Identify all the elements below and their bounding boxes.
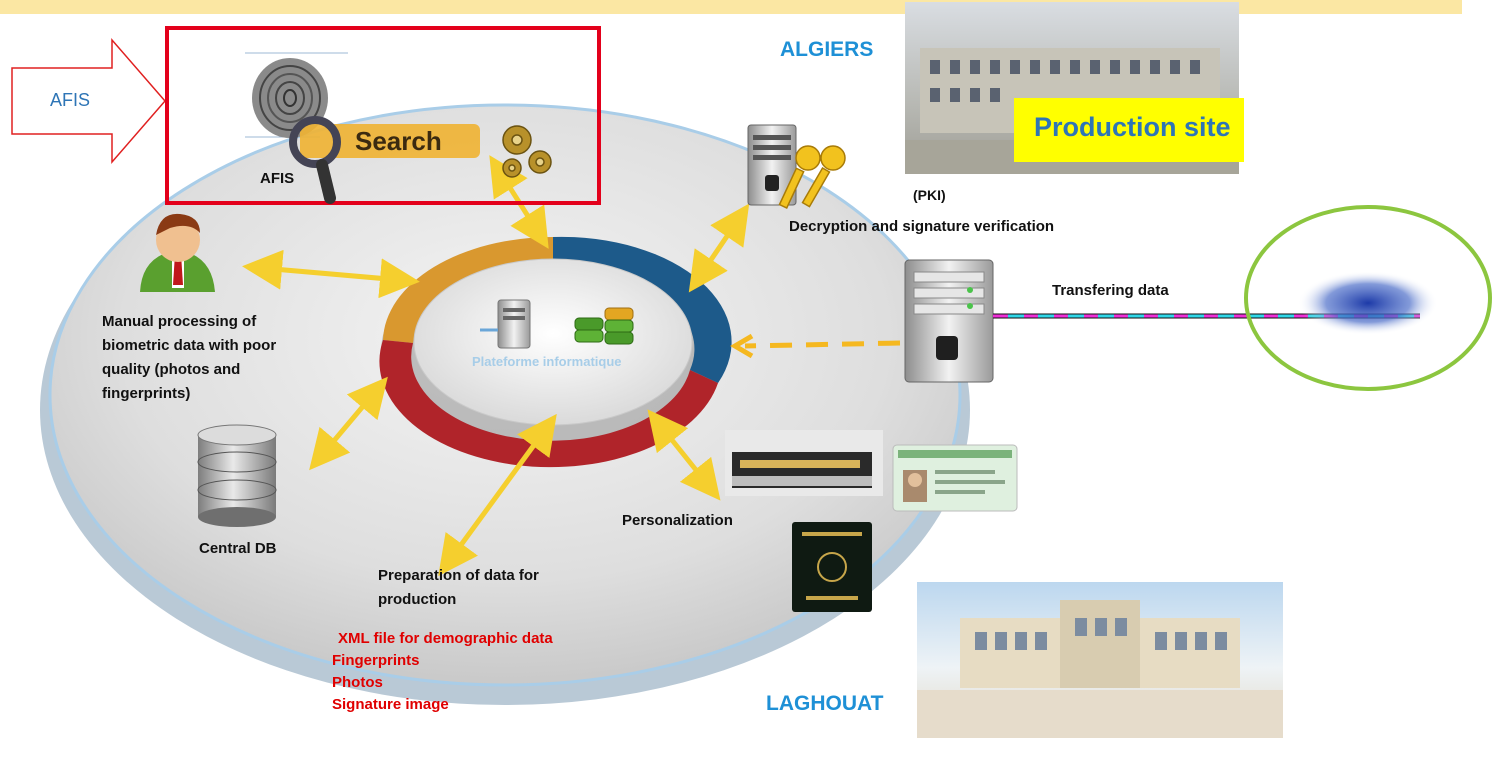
remote-site-ring (1244, 205, 1492, 391)
decryption-label: Decryption and signature verification (789, 218, 1055, 235)
keys-icon (778, 145, 846, 209)
transfer-label: Transfering data (1052, 282, 1169, 299)
personalization-label: Personalization (622, 512, 733, 529)
city-laghouat: LAGHOUAT (766, 692, 884, 715)
manual-line-1: Manual processing of (102, 313, 257, 330)
afis-arrow-label: AFIS (50, 90, 91, 110)
platform-label: Plateforme informatique (472, 354, 622, 369)
platform-server-icon (480, 299, 531, 349)
central-db-label: Central DB (199, 540, 277, 557)
data-item-fingerprints: Fingerprints (332, 652, 420, 669)
dashed-arrow (730, 333, 901, 359)
manual-line-4: fingerprints) (102, 385, 191, 402)
preparation-line-1: Preparation of data for (378, 567, 539, 584)
preparation-line-2: production (378, 591, 457, 608)
platform-storage-icon (574, 307, 634, 345)
remote-site-blob (1298, 271, 1438, 335)
operator-icon (140, 213, 215, 292)
manual-processing-label: Manual processing of biometric data with… (102, 310, 276, 406)
manual-line-2: biometric data with poor (102, 337, 277, 354)
city-algiers: ALGIERS (780, 38, 874, 61)
database-icon (197, 424, 277, 527)
transfer-server-icon (904, 259, 994, 383)
data-items-list: XML file for demographic data Fingerprin… (332, 628, 553, 716)
data-item-photos: Photos (332, 674, 383, 691)
pki-label: (PKI) (913, 187, 946, 203)
gears-icon (502, 125, 552, 178)
manual-line-3: quality (photos and (102, 361, 241, 378)
production-site-label: Production site (1034, 112, 1231, 142)
pki-server-icon (747, 124, 797, 206)
data-item-signature: Signature image (332, 696, 449, 713)
laghouat-building-photo (917, 582, 1283, 738)
afis-hollow-arrow (11, 37, 166, 165)
preparation-label: Preparation of data for production (378, 564, 539, 612)
production-site-box (1014, 98, 1244, 162)
personalization-machine-image (725, 430, 883, 496)
afis-box (165, 26, 601, 205)
search-word-text: Search (355, 126, 442, 156)
passport-image (792, 522, 872, 612)
search-icon: Search (289, 116, 480, 204)
afis-label: AFIS (260, 170, 295, 187)
id-card-image (892, 444, 1018, 512)
data-item-xml: XML file for demographic data (338, 630, 553, 647)
